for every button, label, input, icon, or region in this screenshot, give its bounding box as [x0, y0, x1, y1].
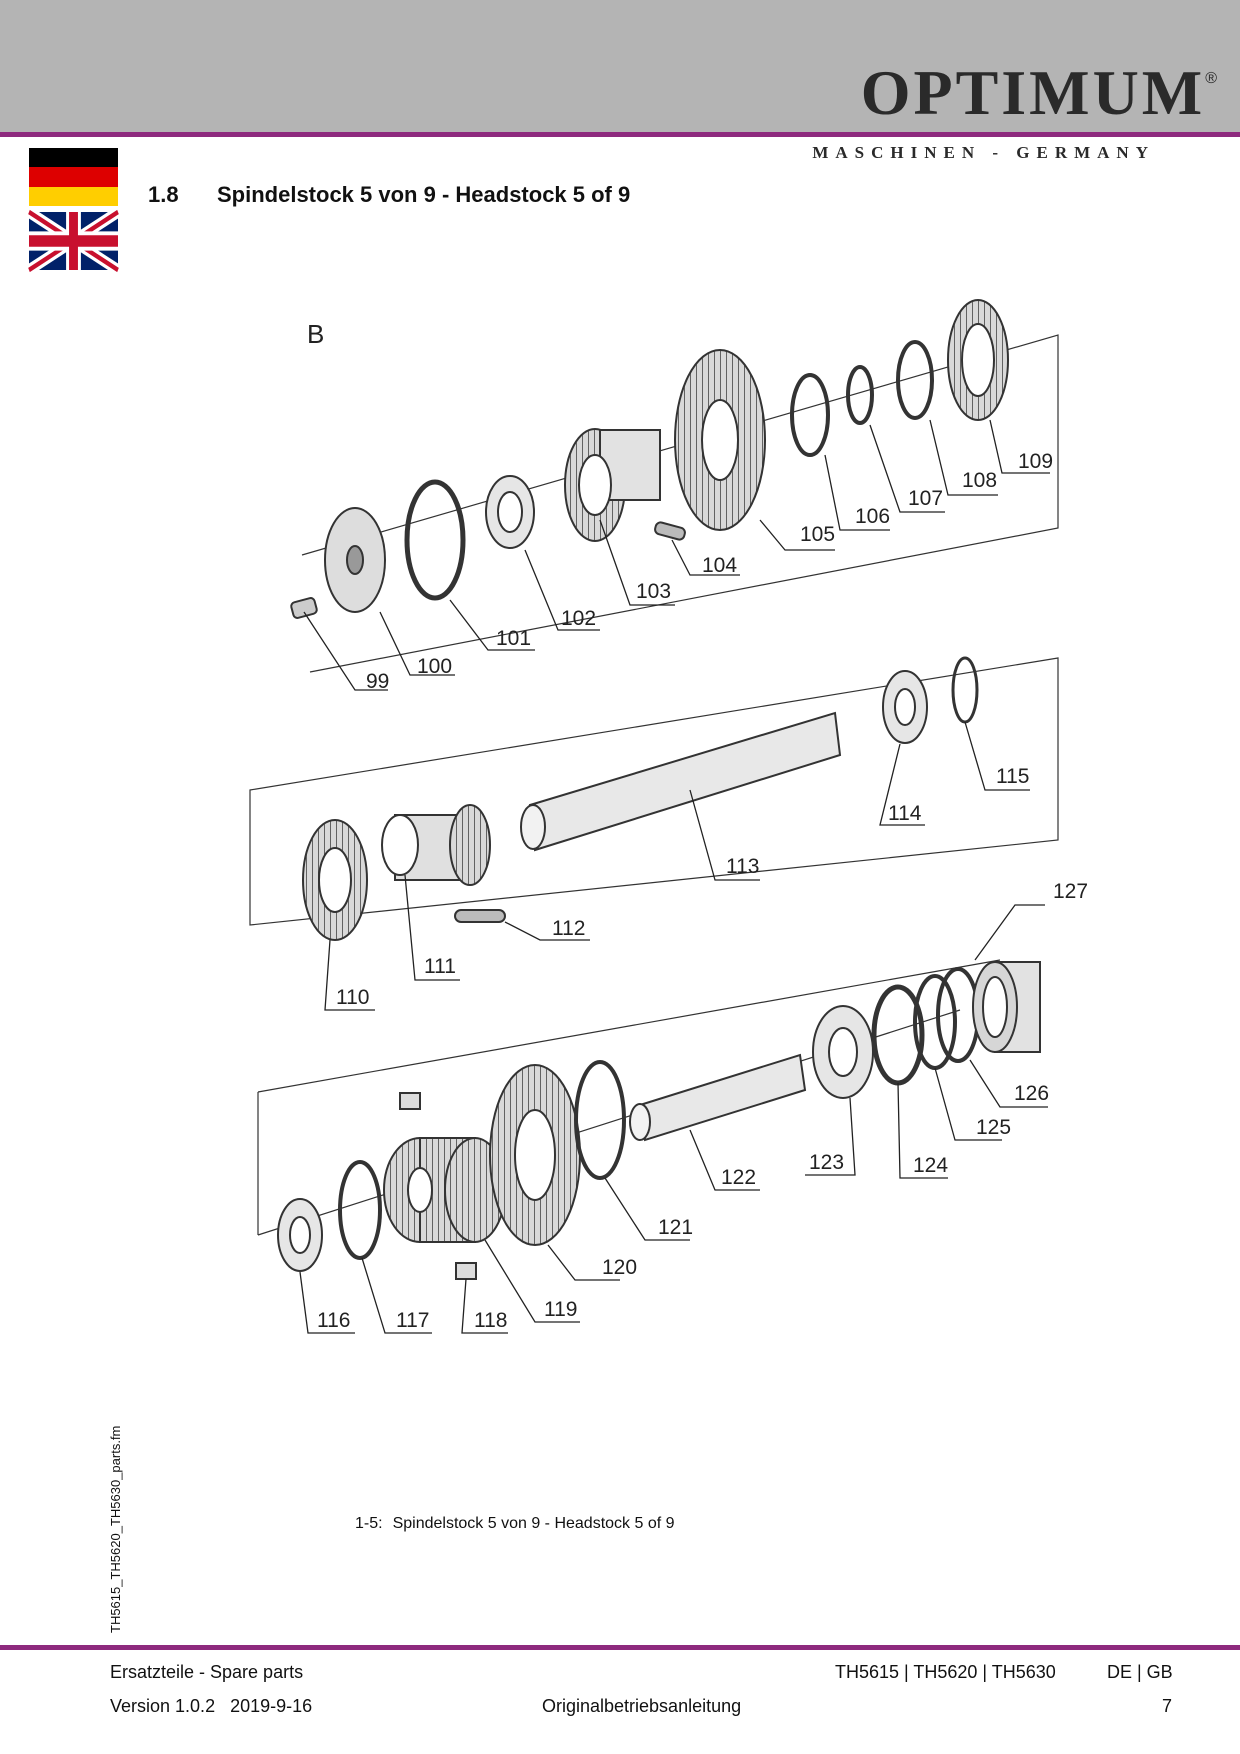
exploded-parts-diagram: B: [249, 299, 1088, 1334]
part-number: 125: [976, 1116, 1011, 1139]
part-number: 117: [396, 1309, 429, 1332]
part-number: 110: [336, 986, 369, 1009]
footer-rule: [0, 1645, 1240, 1650]
part-number: 102: [561, 607, 596, 630]
part-number: 118: [474, 1309, 507, 1332]
part-number: 114: [888, 802, 922, 825]
footer-section-label: Ersatzteile - Spare parts: [110, 1662, 304, 1682]
part-number: 123: [809, 1151, 844, 1174]
part-number: 109: [1018, 450, 1053, 473]
part-number: 111: [424, 955, 456, 978]
brand-logo: OPTIMUM®: [800, 56, 1220, 130]
part-number: 100: [417, 655, 452, 678]
part-number: 99: [366, 670, 389, 693]
part-number: 106: [855, 505, 890, 528]
footer-version: Version 1.0.2 2019-9-16: [110, 1696, 313, 1716]
part-number: 104: [702, 554, 737, 577]
section-title: Spindelstock 5 von 9 - Headstock 5 of 9: [217, 182, 631, 207]
figure-number: 1-5:: [355, 1515, 383, 1532]
part-number: 119: [544, 1298, 577, 1321]
part-number: 122: [721, 1166, 756, 1189]
part-number: 127: [1053, 880, 1088, 903]
part-number: 105: [800, 523, 835, 546]
group-label: B: [307, 319, 324, 349]
footer-languages: DE | GB: [1107, 1662, 1173, 1682]
part-number: 120: [602, 1256, 637, 1279]
german-flag-icon: [29, 148, 118, 206]
figure-caption: 1-5: Spindelstock 5 von 9 - Headstock 5 o…: [355, 1515, 685, 1533]
registered-mark: ®: [1205, 70, 1220, 87]
part-number: 107: [908, 487, 943, 510]
part-number: 112: [552, 917, 585, 940]
footer-doc-type: Originalbetriebsanleitung: [542, 1696, 742, 1716]
part-number: 108: [962, 469, 997, 492]
header-rule: [0, 132, 1240, 137]
part-number: 103: [636, 580, 671, 603]
footer-models: TH5615 | TH5620 | TH5630: [835, 1662, 1056, 1682]
source-filename: TH5615_TH5620_TH5630_parts.fm: [108, 1425, 123, 1633]
part-number: 121: [658, 1216, 693, 1239]
figure-caption-text: Spindelstock 5 von 9 - Headstock 5 of 9: [392, 1515, 675, 1532]
brand-tagline: MASCHINEN - GERMANY: [812, 143, 1155, 162]
part-number: 101: [496, 627, 531, 650]
page-number: 7: [1162, 1696, 1173, 1716]
brand-name: OPTIMUM: [860, 57, 1206, 128]
part-number: 126: [1014, 1082, 1049, 1105]
part-number: 113: [726, 855, 759, 878]
uk-flag-icon: [27, 206, 120, 276]
section-number: 1.8: [148, 182, 179, 207]
part-number: 115: [996, 765, 1029, 788]
part-number: 116: [317, 1309, 350, 1332]
part-number: 124: [913, 1154, 948, 1177]
header-band: [0, 0, 1240, 132]
